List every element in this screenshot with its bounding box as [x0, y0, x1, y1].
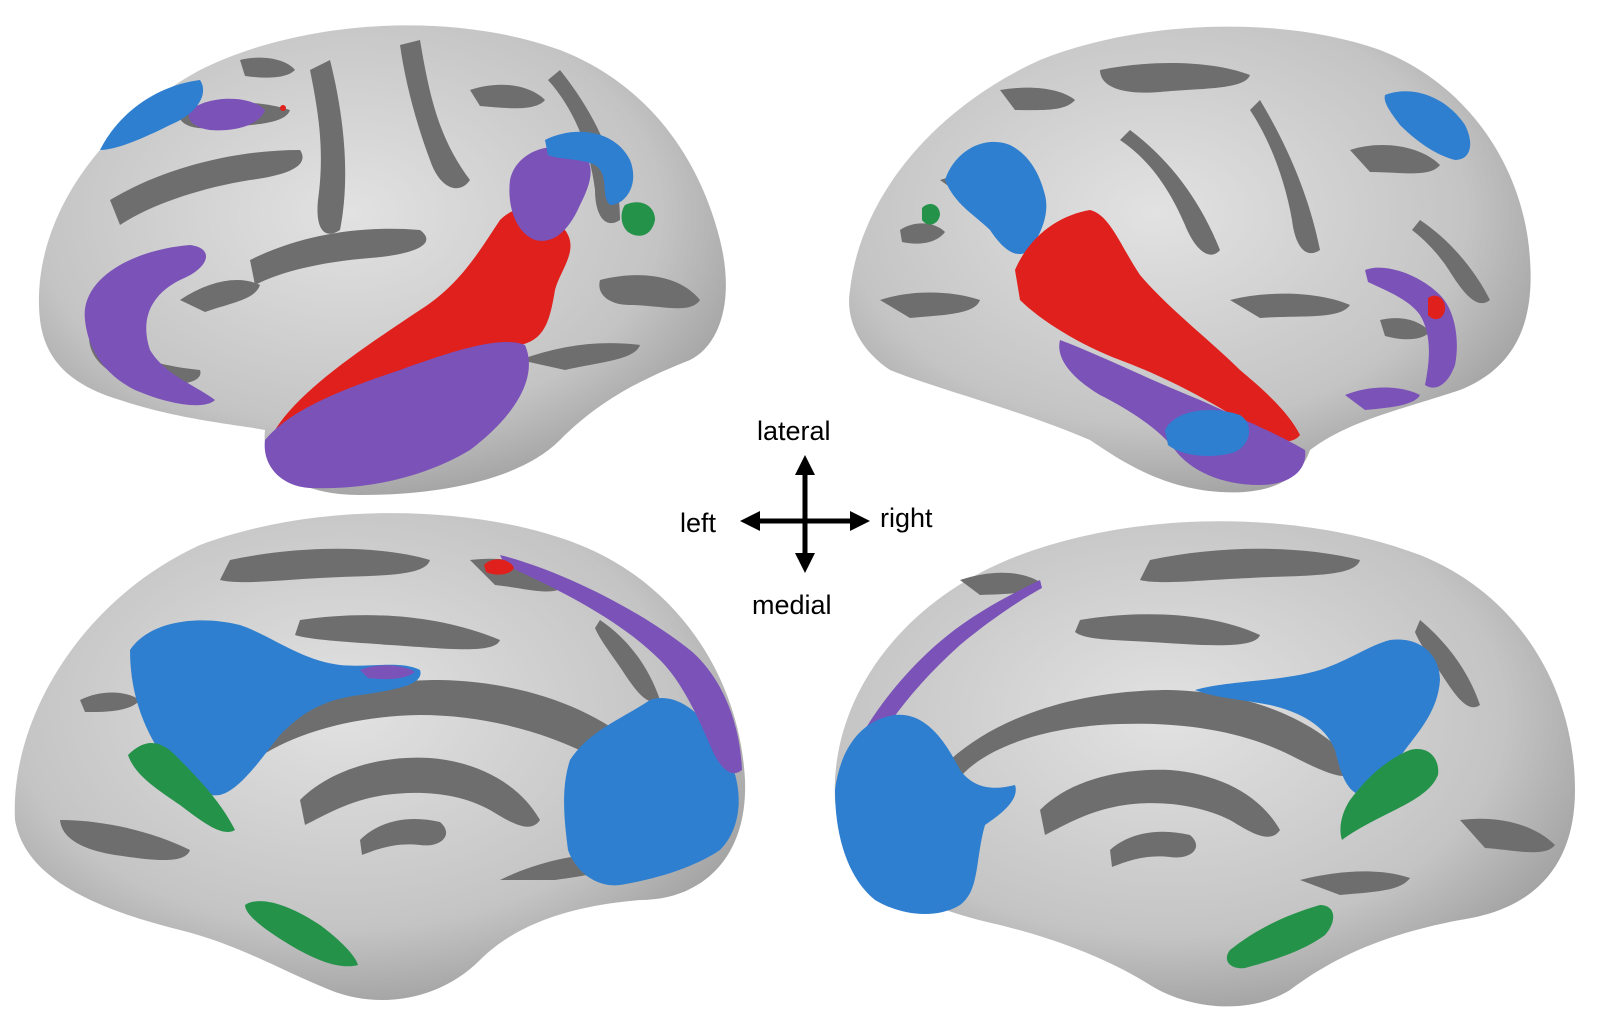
lateral-label: lateral [757, 416, 831, 446]
sulci-pattern [880, 63, 1490, 340]
green-region-medial-temporal [1226, 905, 1334, 969]
blue-region-medial-frontal [835, 714, 1016, 915]
blue-region-occipital [1384, 91, 1471, 160]
purple-region-medial-frontal [500, 555, 742, 774]
arrowhead-up [795, 455, 815, 475]
right-medial-view [834, 521, 1575, 1007]
purple-region-occipital [1345, 387, 1420, 410]
left-label: left [680, 508, 717, 538]
blue-region-parietal [545, 131, 634, 205]
purple-region-frontal [84, 245, 215, 406]
red-region-parietal [1428, 295, 1446, 320]
sulci-pattern [60, 548, 660, 880]
right-label: right [880, 503, 933, 533]
arrowhead-right [850, 511, 870, 531]
sulci-pattern [950, 548, 1555, 895]
green-region-frontal [922, 204, 940, 225]
orientation-arrows [740, 455, 870, 573]
arrowhead-down [795, 553, 815, 573]
cortex-surface [849, 26, 1531, 493]
red-region-temporal [1015, 210, 1300, 442]
purple-region-parietal [509, 146, 591, 241]
blue-region-medial-parietal [1195, 639, 1440, 795]
purple-region-temporal [264, 342, 529, 489]
blue-region-medial-parietal [130, 620, 421, 796]
blue-region-frontal-pole [100, 80, 204, 150]
green-region-medial-parietal [1340, 749, 1439, 840]
red-region-dot [280, 105, 286, 111]
blue-region-temporal [1165, 410, 1250, 456]
red-region-temporal [275, 207, 571, 430]
green-region-parietal [621, 202, 655, 236]
green-region-medial-temporal [245, 901, 358, 967]
left-lateral-view [38, 25, 726, 495]
arrowhead-left [740, 511, 760, 531]
purple-region-medial-small [360, 665, 415, 680]
left-medial-view [14, 513, 746, 1000]
green-region-medial-parietal [128, 742, 235, 832]
blue-region-frontal [945, 141, 1047, 255]
medial-label: medial [752, 590, 832, 620]
purple-region-temporal [1059, 340, 1306, 485]
purple-region-superior [188, 98, 265, 131]
red-region-medial [484, 559, 514, 575]
blue-region-medial-frontal [564, 698, 739, 886]
right-lateral-view [849, 26, 1531, 493]
